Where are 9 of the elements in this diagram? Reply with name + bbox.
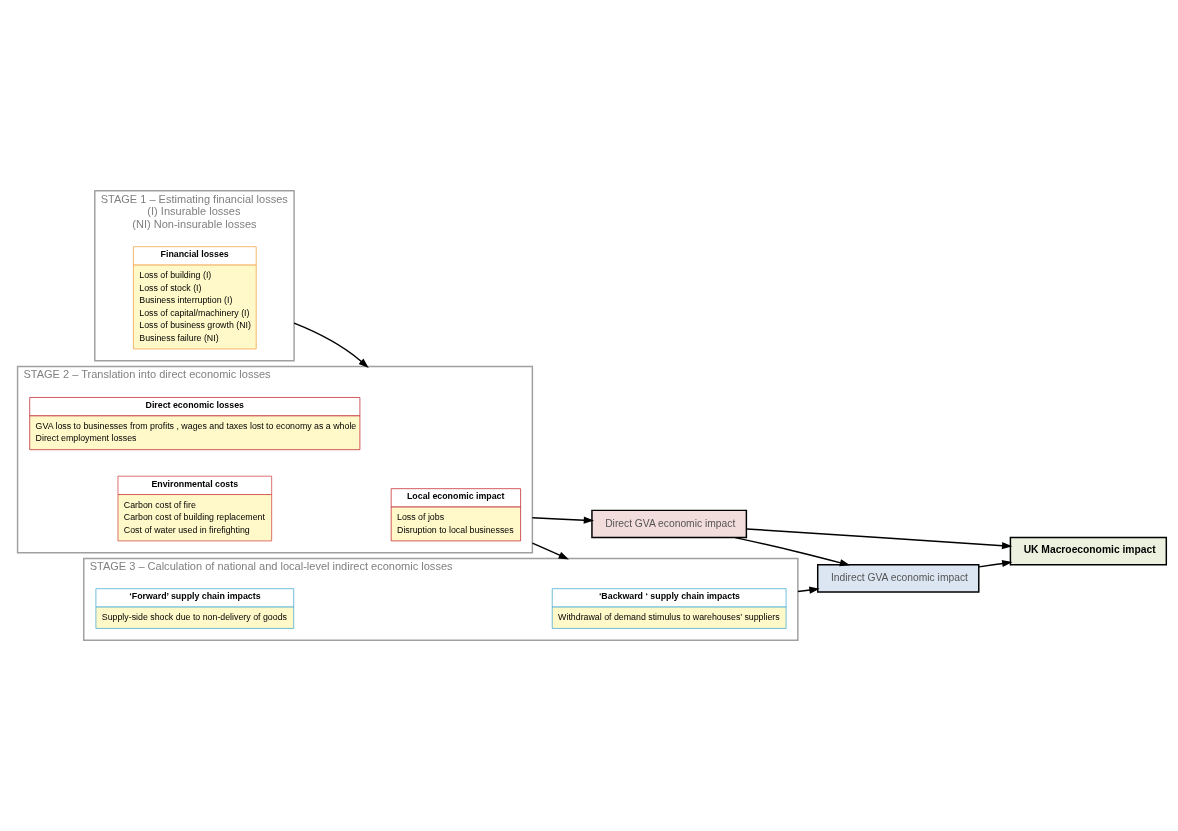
node-box: Indirect GVA economic impact [817, 564, 980, 593]
arrow [978, 559, 1013, 568]
arrow [531, 516, 595, 524]
arrow [745, 528, 1013, 550]
arrow [293, 322, 369, 369]
arrow [531, 542, 569, 560]
arrow [734, 536, 851, 567]
node-box: Direct GVA economic impact [591, 509, 748, 539]
node-box: UK Macroeconomic impact [1009, 536, 1168, 566]
